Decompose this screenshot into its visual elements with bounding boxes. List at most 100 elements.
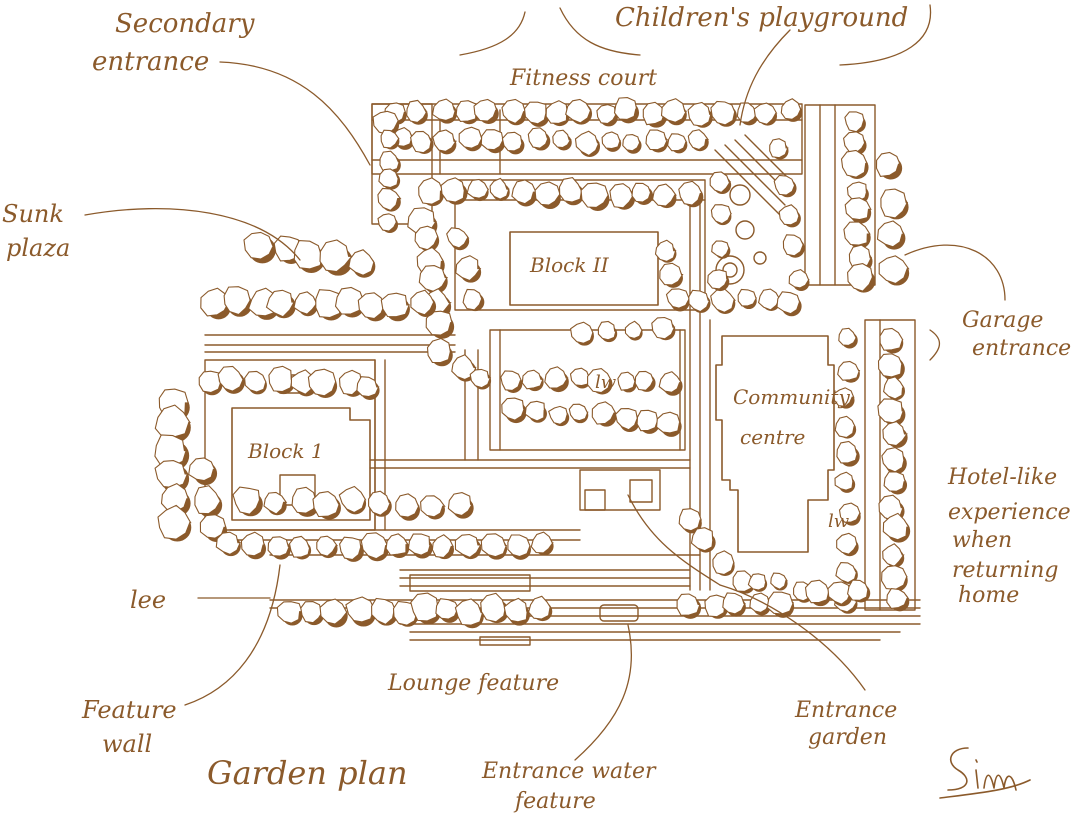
tree-canopy: [753, 102, 778, 125]
tree-canopy: [307, 368, 337, 397]
tree-canopy: [634, 370, 655, 391]
tree-canopy: [882, 543, 905, 568]
tree-canopy: [709, 171, 732, 194]
tree-canopy: [360, 532, 389, 560]
tree-canopy: [451, 354, 477, 381]
tree-canopy: [778, 204, 800, 226]
tree-canopy: [878, 255, 910, 285]
tree-canopy: [339, 536, 362, 561]
label-community-1: Community: [733, 385, 850, 409]
tree-canopy: [489, 177, 510, 200]
label-garage-entrance-2: entrance: [972, 336, 1071, 361]
tree-canopy: [395, 493, 420, 518]
tree-canopy: [523, 101, 547, 125]
tree-canopy: [420, 495, 446, 518]
tree-canopy: [591, 401, 617, 425]
tree-canopy: [609, 183, 635, 209]
tree-canopy: [480, 592, 507, 623]
tree-canopy: [837, 360, 861, 381]
label-lift-1: lw: [595, 372, 617, 393]
tree-canopy: [879, 327, 904, 351]
tree-canopy: [654, 239, 677, 262]
block-1-footprint: [231, 407, 371, 521]
tree-canopy: [293, 291, 318, 315]
leader-water-feature: [574, 624, 632, 761]
leader-childrens-playground: [739, 29, 791, 126]
tree-canopy: [769, 138, 789, 159]
tree-canopy: [431, 534, 454, 559]
tree-canopy: [838, 327, 858, 346]
tree-canopy: [840, 149, 868, 178]
tree-canopy: [188, 457, 216, 482]
tree-canopy: [157, 504, 192, 540]
label-hotel-2: experience: [948, 500, 1071, 525]
tree-canopy: [263, 491, 288, 515]
tree-canopy: [847, 263, 874, 292]
label-lift-2: lw: [828, 511, 850, 532]
tree-canopy: [466, 178, 490, 199]
tree-canopy: [534, 181, 561, 206]
tree-canopy: [782, 234, 804, 257]
tree-canopy: [843, 221, 871, 246]
tree-canopy: [501, 131, 523, 152]
tree-canopy: [407, 533, 431, 556]
tree-canopy: [570, 321, 594, 344]
tree-canopy: [645, 129, 669, 151]
tree-canopy: [154, 460, 189, 489]
tree-canopy: [268, 365, 293, 393]
leader-garage-entrance: [904, 244, 1006, 301]
tree-canopy: [410, 130, 432, 154]
tree-canopy: [473, 98, 498, 122]
tree-canopy: [319, 239, 353, 273]
tree-canopy: [624, 320, 643, 339]
tree-canopy: [291, 486, 317, 514]
tree-canopy: [678, 180, 703, 206]
tree-canopy: [447, 492, 474, 517]
tree-canopy: [883, 471, 906, 492]
tree-canopy: [770, 572, 788, 590]
tree-canopy: [565, 98, 592, 124]
tree-canopy: [480, 533, 508, 558]
tree-canopy: [558, 177, 583, 203]
tree-canopy: [232, 486, 261, 515]
leader-entrance-garden: [719, 584, 866, 691]
leader-playground-bracket-left: [559, 7, 641, 56]
tree-canopy: [548, 405, 569, 425]
label-lee: lee: [130, 586, 166, 614]
leader-fitness-bracket: [459, 11, 526, 56]
leader-secondary-entrance: [219, 61, 371, 166]
tree-canopy: [435, 598, 460, 620]
leader-lines: [84, 4, 1006, 761]
tree-canopy: [380, 129, 400, 149]
tree-canopy: [881, 565, 908, 590]
tree-canopy: [622, 134, 641, 152]
tree-canopy: [614, 408, 638, 431]
leader-sunk-plaza: [84, 208, 301, 261]
tree-canopy: [507, 534, 531, 558]
label-water-feature-2: feature: [513, 789, 596, 814]
tree-canopy: [356, 376, 380, 398]
label-entrance-garden-1: Entrance: [794, 698, 897, 723]
tree-canopy: [711, 240, 730, 259]
label-feature-wall-1: Feature: [81, 696, 177, 724]
tree-canopy: [480, 129, 504, 151]
label-entrance-garden-2: garden: [808, 725, 887, 750]
tree-canopy: [886, 588, 910, 609]
tree-canopy: [458, 126, 483, 149]
tree-canopy: [380, 292, 411, 318]
leader-feature-wall: [184, 564, 281, 706]
tree-canopy: [597, 320, 617, 341]
tree-canopy: [154, 404, 191, 439]
tree-canopy: [847, 579, 869, 601]
block-2-footprint: [509, 231, 659, 306]
tree-canopy: [552, 129, 572, 149]
tree-canopy: [880, 188, 909, 219]
tree-canopy: [267, 536, 291, 557]
label-community-2: centre: [740, 425, 805, 449]
tree-canopy: [651, 316, 676, 340]
tree-canopy: [834, 415, 856, 439]
tree-canopy: [757, 288, 781, 311]
tree-canopy: [844, 111, 865, 133]
signature-text: Sin: [1000, 799, 1002, 801]
